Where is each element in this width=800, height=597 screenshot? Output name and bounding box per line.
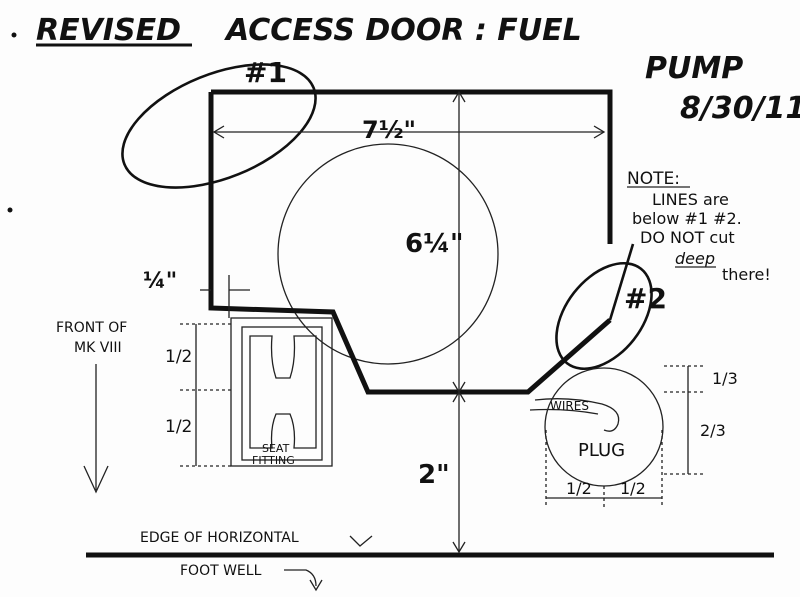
title-revised: REVISED <box>36 13 181 48</box>
height-arrow-top <box>452 90 466 103</box>
bottom-arrow-top <box>452 390 466 403</box>
plug-wires <box>534 398 620 432</box>
bottom-dim-label: 2" <box>418 460 450 490</box>
pump-circle <box>277 143 499 365</box>
width-arrow-right <box>593 125 606 139</box>
width-dim-label: 7½" <box>362 116 416 144</box>
note-label-5a: deep <box>675 249 715 268</box>
margin-dot <box>7 207 13 213</box>
foot-arrow <box>284 569 317 587</box>
edge-label: EDGE OF HORIZONTAL <box>140 530 299 546</box>
plug-half-label-1: 1/2 <box>566 479 592 498</box>
plug-wires-2 <box>529 408 599 415</box>
marker-1-label: #1 <box>244 56 287 89</box>
foot-arrow-head <box>309 579 323 592</box>
seat-half-label-1: 1/2 <box>165 347 192 367</box>
door-outline-extension <box>608 243 635 321</box>
seat-fitting-inner <box>241 326 323 461</box>
plug-circle <box>544 367 664 487</box>
width-arrow-left <box>212 125 225 139</box>
title-main: ACCESS DOOR : FUEL <box>224 13 582 48</box>
height-dim-label: 6¼" <box>405 229 464 259</box>
marker-2-ellipse <box>555 261 653 371</box>
seat-fitting-outer <box>230 317 333 467</box>
edge-arrow <box>349 535 373 547</box>
door-outline-bottom <box>208 92 612 395</box>
note-label-1: NOTE: <box>627 169 680 189</box>
seat-fitting-label-2: FITTING <box>252 454 295 467</box>
front-arrow-head <box>83 465 109 494</box>
plug-half-label-2: 1/2 <box>620 479 646 498</box>
front-of-label-2: MK VIII <box>74 340 122 356</box>
door-outline-top <box>211 89 613 244</box>
seat-fitting-h-shape <box>249 335 317 449</box>
plug-label: PLUG <box>578 440 625 461</box>
note-label-2: LINES are <box>652 190 729 209</box>
seat-half-label-2: 1/2 <box>165 417 192 437</box>
inset-dim-label: ¼" <box>143 269 177 294</box>
marker-2-label: #2 <box>624 282 667 315</box>
foot-well-label: FOOT WELL <box>180 563 262 579</box>
plug-third-label-2: 2/3 <box>700 421 726 440</box>
marker-1-ellipse <box>121 63 317 189</box>
seat-fitting-label-1: SEAT <box>262 442 290 455</box>
bottom-arrow-bottom <box>452 541 466 554</box>
note-label-4: DO NOT cut <box>640 228 735 247</box>
title-date: 8/30/11 <box>680 91 800 126</box>
note-label-3: below #1 #2. <box>632 209 742 228</box>
plug-third-label-1: 1/3 <box>712 369 738 388</box>
title-pump: PUMP <box>645 51 743 86</box>
note-label-5b: there! <box>722 265 771 284</box>
margin-dot <box>11 32 17 38</box>
wires-label: WIRES <box>550 399 589 413</box>
front-of-label-1: FRONT OF <box>56 320 127 336</box>
